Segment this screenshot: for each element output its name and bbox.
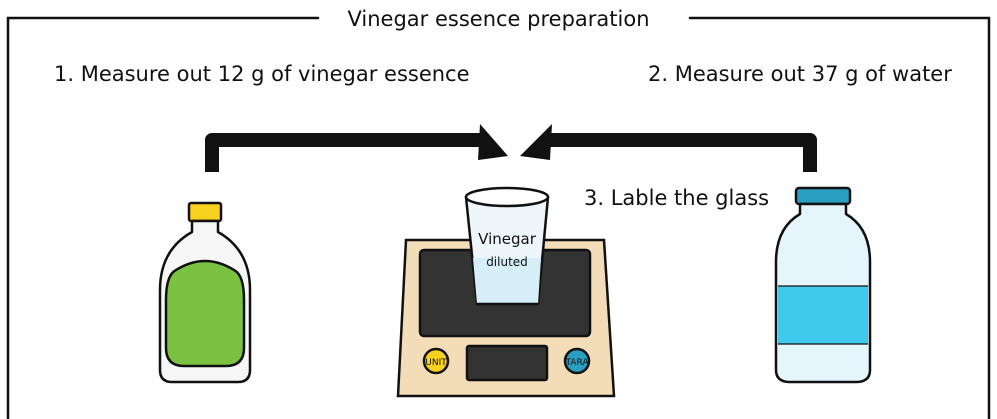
- step-1-label: 1. Measure out 12 g of vinegar essence: [54, 62, 470, 86]
- step-3-label: 3. Lable the glass: [584, 186, 770, 210]
- water-bottle-cap: [794, 186, 852, 206]
- unit-button-label: UNIT: [425, 358, 447, 368]
- step-2-label: 2. Measure out 37 g of water: [648, 62, 952, 86]
- tara-button: [563, 347, 591, 375]
- glass-label-line1: Vinegar: [478, 230, 537, 248]
- kitchen-scale: [396, 238, 616, 398]
- glass-water: [473, 258, 541, 304]
- water-liquid: [778, 286, 868, 344]
- glass-rim: [464, 186, 550, 208]
- glass-label-line2: diluted: [486, 255, 528, 269]
- vinegar-bottle-cap: [187, 201, 223, 223]
- unit-button: [422, 347, 450, 375]
- arrow-from-water: [520, 124, 817, 172]
- vinegar-liquid: [164, 259, 246, 368]
- vinegar-bottle: [158, 201, 252, 384]
- tara-button-label: TARA: [564, 358, 589, 368]
- water-bottle: [774, 186, 872, 384]
- glass: [464, 186, 550, 306]
- arrow-from-vinegar: [205, 124, 508, 172]
- frame-border: [6, 16, 991, 419]
- diagram-title: Vinegar essence preparation: [347, 7, 650, 31]
- scale-display: [465, 344, 549, 382]
